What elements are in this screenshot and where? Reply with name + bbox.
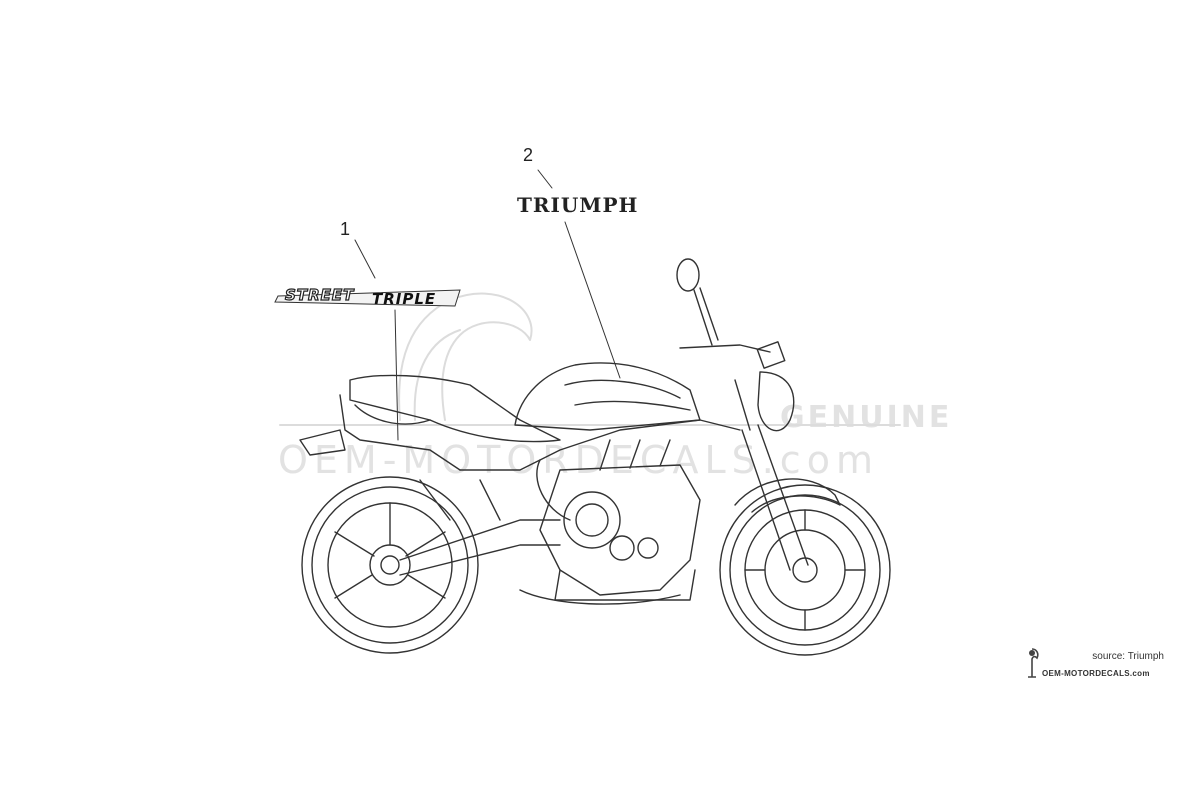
rear-wheel (301, 476, 479, 654)
triumph-decal: TRIUMPH (517, 193, 638, 217)
decal-street-text: STREET (285, 286, 355, 304)
decal-triumph-text: TRIUMPH (517, 193, 638, 217)
watermark-mascot-icon (279, 292, 901, 426)
fuel-tank (514, 362, 701, 431)
leader-lines (354, 169, 621, 441)
engine (519, 439, 701, 605)
front-wheel (719, 484, 891, 656)
street-triple-decal: STREET TRIPLE (274, 285, 461, 308)
callout-number-1: 1 (340, 219, 351, 239)
watermark-genuine: GENUINE (780, 400, 953, 435)
credit-site-text: OEM-MOTORDECALS.com (1042, 669, 1150, 678)
credit-source-text: source: Triumph (1092, 651, 1164, 662)
front-fork (734, 424, 841, 571)
source-credit: source: Triumph OEM-MOTORDECALS.com (1020, 645, 1170, 685)
handlebar-and-headlight (676, 258, 795, 432)
callout-number-2: 2 (523, 145, 534, 165)
helmet-mascot-icon (1028, 648, 1039, 678)
seat-and-tail (299, 374, 561, 471)
frame-and-swingarm (399, 419, 741, 576)
decal-triple-text: TRIPLE (372, 290, 436, 308)
